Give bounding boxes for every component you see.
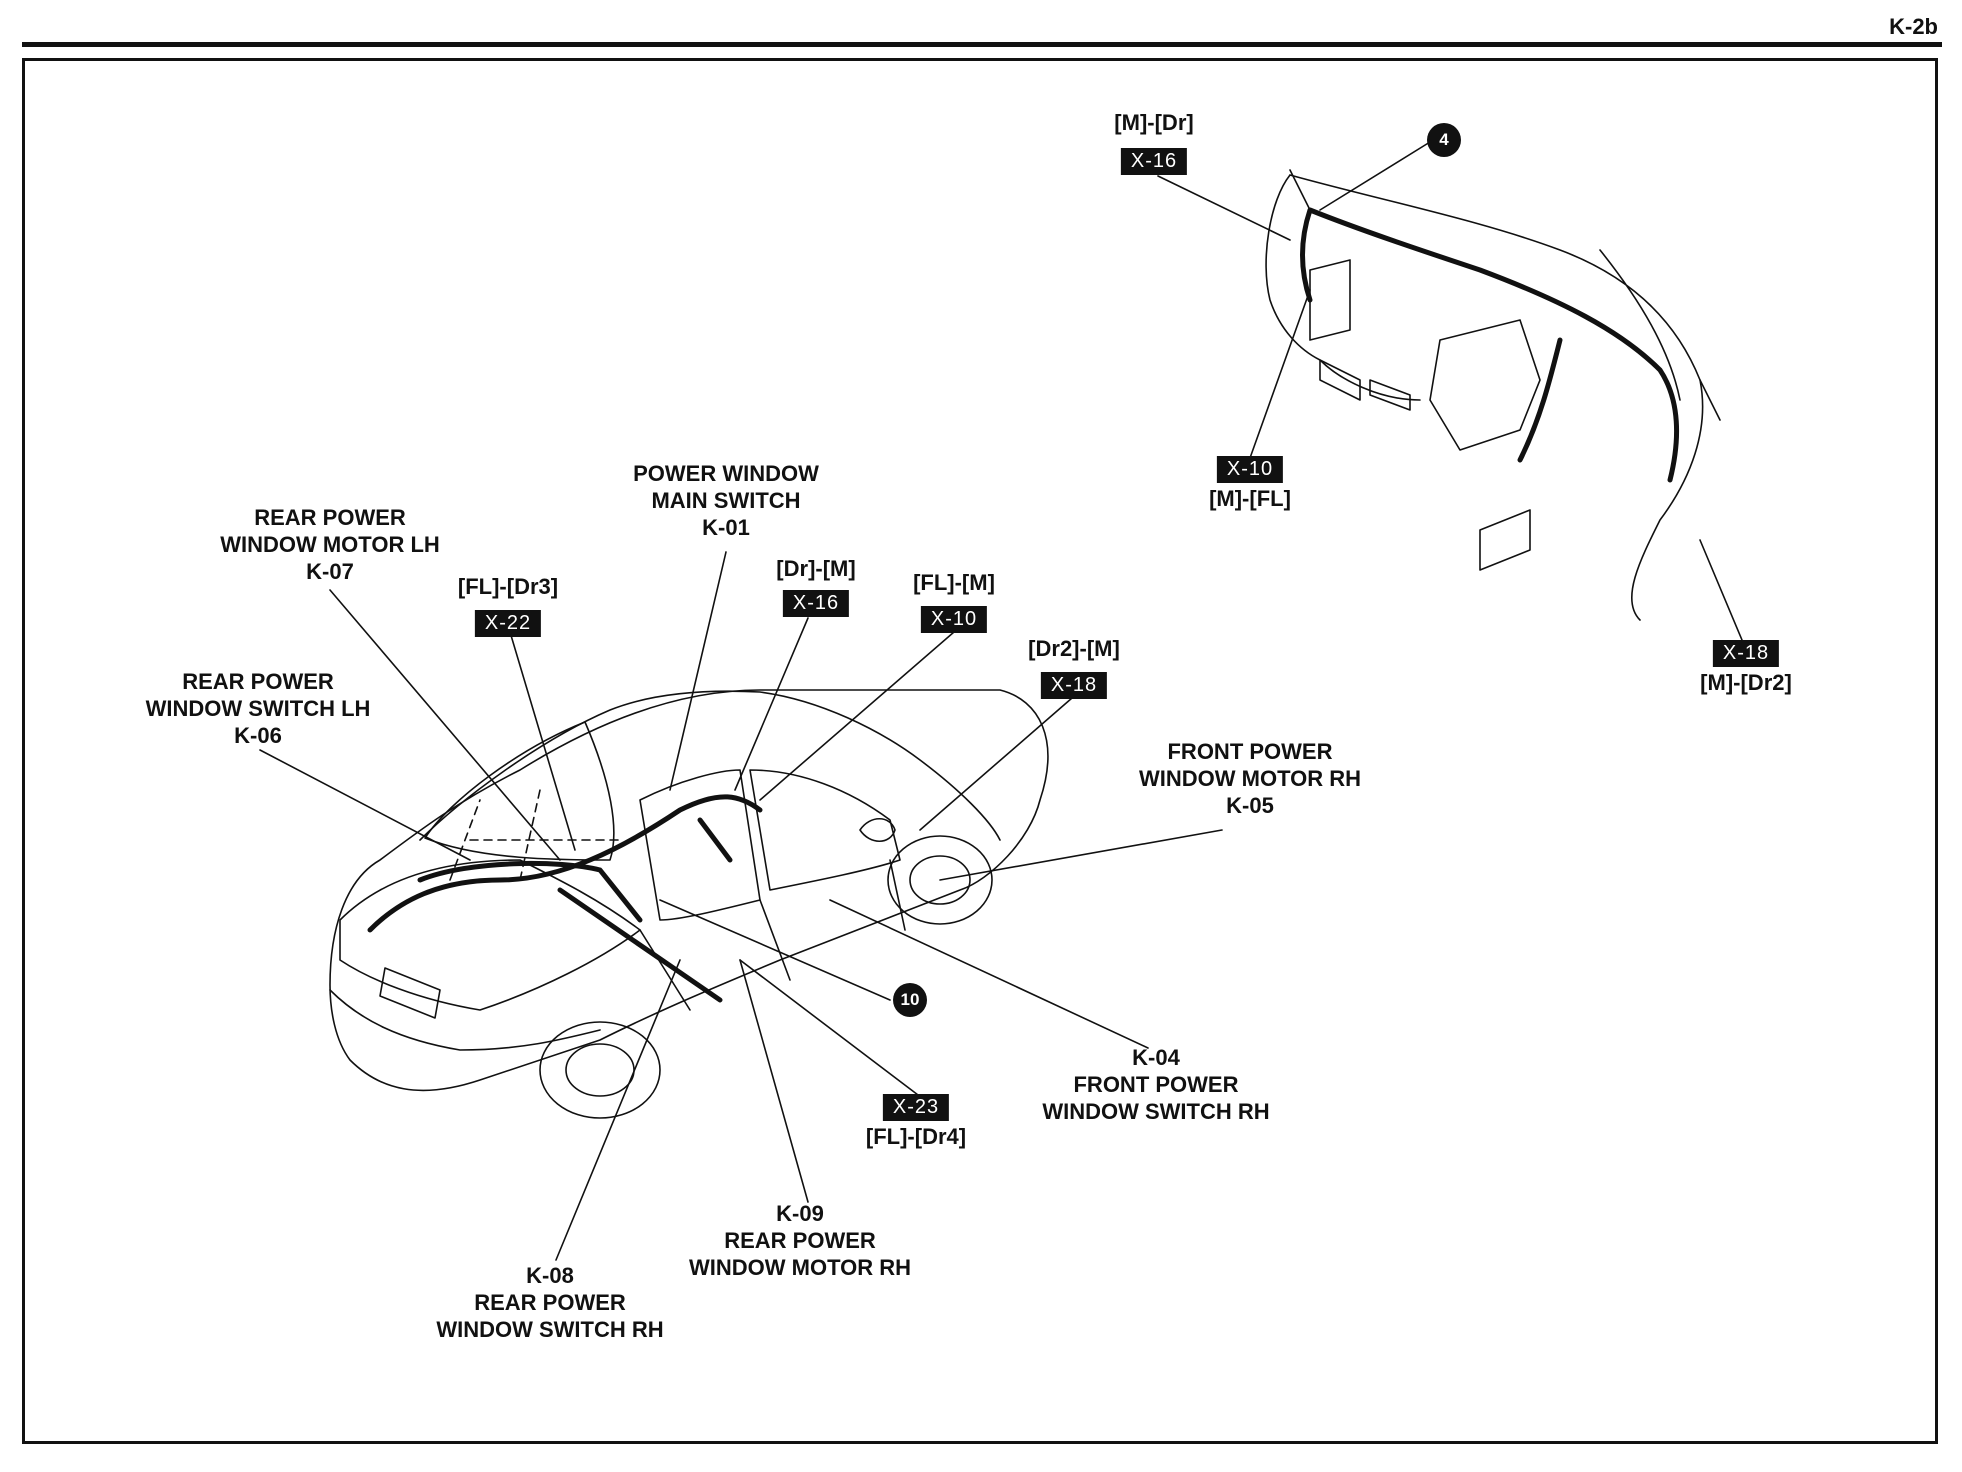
label-k01: POWER WINDOW MAIN SWITCH K-01 [633,460,819,541]
connector-x16-dash: X-16 [1120,148,1188,175]
callout-4: 4 [1427,123,1461,157]
leader-c10 [659,899,891,1001]
label-k09: K-09 REAR POWER WINDOW MOTOR RH [689,1200,911,1281]
connector-x18-dash: X-18 [1712,640,1780,667]
label-k07-line3: K-07 [306,559,354,584]
label-k05-line2: WINDOW MOTOR RH [1138,766,1362,791]
dash-outline [1265,174,1704,621]
car-roof-outline [419,690,1001,841]
leader-k01 [669,551,727,791]
license-plate [379,967,441,1019]
label-k06-line3: K-06 [234,723,282,748]
label-k05: FRONT POWER WINDOW MOTOR RH K-05 [1139,738,1361,819]
rear-wheel-hub [565,1043,635,1097]
label-k09-line3: WINDOW MOTOR RH [688,1255,912,1280]
leader-x16-car [734,617,809,791]
dash-console [1429,319,1541,451]
label-k04-line1: K-04 [1132,1045,1180,1070]
connector-x18-car: X-18 [1040,672,1108,699]
side-window-front [749,769,901,891]
top-rule [22,42,1942,47]
label-k08-line3: WINDOW SWITCH RH [436,1317,664,1342]
rear-bumper [329,989,601,1051]
label-k07: REAR POWER WINDOW MOTOR LH K-07 [220,504,440,585]
label-k05-line1: FRONT POWER [1167,739,1333,764]
leader-k06 [259,749,471,861]
label-k01-line3: K-01 [702,515,750,540]
dash-harness [1300,207,1679,483]
connector-x16-car: X-16 [782,590,850,617]
label-k07-line2: WINDOW MOTOR LH [220,532,440,557]
label-k06-line2: WINDOW SWITCH LH [145,696,371,721]
ref-x16-dash: [M]-[Dr] [1114,110,1194,135]
leader-x16-dash [1157,175,1291,241]
leader-k08 [555,959,681,1261]
label-k08-line1: K-08 [526,1263,574,1288]
car-wire-harness [367,794,763,1003]
connector-x22: X-22 [474,610,542,637]
ref-x23: [FL]-[Dr4] [865,1124,967,1149]
leader-k05 [939,829,1223,881]
leader-x18-car [919,697,1073,831]
label-k06-line1: REAR POWER [182,669,334,694]
leader-k09 [739,959,809,1203]
leader-k04 [829,899,1149,1049]
diagram-frame [22,58,1938,1444]
front-wheel [887,835,993,925]
dash-ecu [1479,509,1531,571]
side-mirror [859,817,896,843]
label-k09-line2: REAR POWER [724,1228,876,1253]
ref-x10-dash: [M]-[FL] [1209,486,1291,511]
label-k04-line3: WINDOW SWITCH RH [1042,1099,1270,1124]
label-k08-line2: REAR POWER [474,1290,626,1315]
label-k07-line1: REAR POWER [254,505,406,530]
ref-x18-dash: [M]-[Dr2] [1700,670,1792,695]
ref-x16-car: [Dr]-[M] [776,556,856,581]
ref-x10-car: [FL]-[M] [913,570,995,595]
leader-c4 [1319,141,1431,211]
page-code: K-2b [1889,14,1938,39]
label-k01-line1: POWER WINDOW [633,461,819,486]
label-k04: K-04 FRONT POWER WINDOW SWITCH RH [1042,1044,1269,1125]
connector-x10-dash: X-10 [1216,456,1284,483]
ref-x18-car: [Dr2]-[M] [1028,636,1120,661]
label-k04-line2: FRONT POWER [1073,1072,1239,1097]
rear-wheel [539,1021,661,1119]
label-k08: K-08 REAR POWER WINDOW SWITCH RH [436,1262,663,1343]
side-window-rear [639,769,761,921]
leader-x10-car [759,631,955,801]
leader-x22 [509,631,576,851]
rear-window [424,721,615,861]
dash-pedals [1319,359,1411,411]
label-k01-line2: MAIN SWITCH [651,488,801,513]
door-line [639,859,906,1011]
leader-x10-dash [1249,289,1311,459]
label-k05-line3: K-05 [1226,793,1274,818]
front-wheel-hub [909,855,971,905]
dash-fusebox [1309,259,1351,341]
callout-10: 10 [893,983,927,1017]
car-dashed-frame [449,789,621,881]
leader-x18-dash [1699,539,1743,641]
leader-k07 [329,589,561,861]
leader-x23 [739,959,923,1099]
label-k06: REAR POWER WINDOW SWITCH LH K-06 [146,668,371,749]
connector-x23: X-23 [882,1094,950,1121]
car-body-outline [329,689,1049,1092]
label-k09-line1: K-09 [776,1201,824,1226]
ref-x22: [FL]-[Dr3] [457,574,559,599]
dash-aux-line [1289,169,1721,421]
connector-x10-car: X-10 [920,606,988,633]
